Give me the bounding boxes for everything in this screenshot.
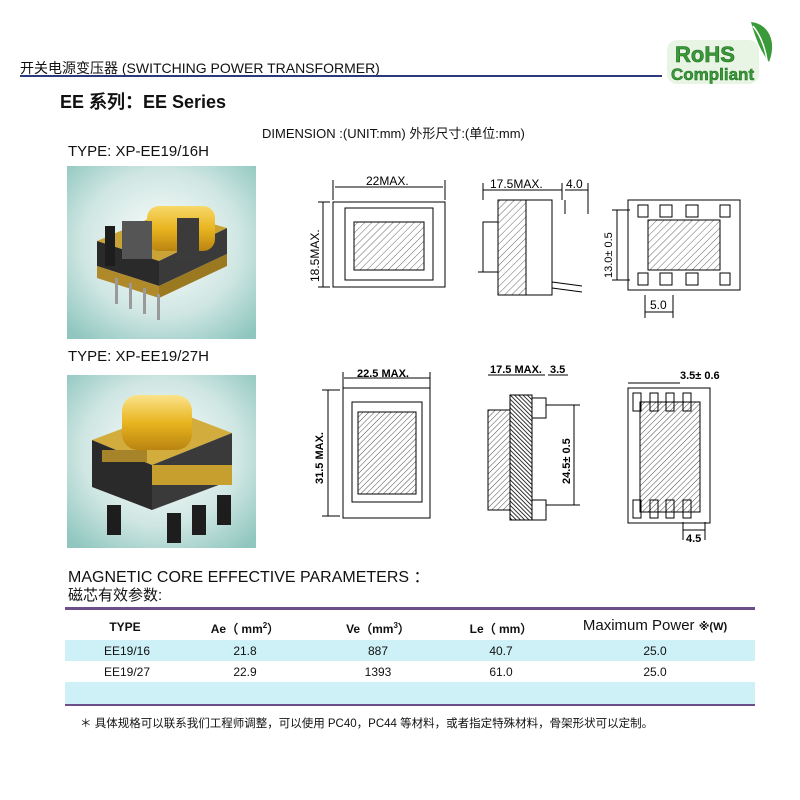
compliant-text: Compliant xyxy=(671,65,754,84)
col-header-ae: Ae（ mm2） xyxy=(210,621,280,636)
rohs-compliant-logo: RoHS Compliant xyxy=(667,22,773,84)
dim-side-width-label: 17.5MAX. xyxy=(490,177,543,191)
col-header-maxpower: Maximum Power ※(W) xyxy=(582,617,728,634)
dim-bottom-height-label: 13.0± 0.5 xyxy=(603,232,615,278)
dim2-width-label: 22.5 MAX. xyxy=(357,368,409,380)
table-bottom-rule xyxy=(65,704,755,706)
col-header-le: Le（ mm） xyxy=(469,622,533,636)
dim2-top-width-label: 3.5± 0.6 xyxy=(680,370,720,382)
rohs-text: RoHS xyxy=(675,42,735,67)
dimension-drawings-ee19-16h: 22MAX. 18.5MAX. 17.5MAX. 4.0 13.0± 0.5 5… xyxy=(308,174,741,318)
dim2-side-height-label: 24.5± 0.5 xyxy=(561,438,573,484)
parameters-table: TYPE Ae（ mm2） Ve（mm3） Le（ mm） Maximum Po… xyxy=(65,607,755,706)
col-header-type: TYPE xyxy=(109,620,141,634)
product-photo-ee19-16h xyxy=(67,166,256,339)
params-title: MAGNETIC CORE EFFECTIVE PARAMETERS ： xyxy=(68,569,430,586)
header-rule xyxy=(20,75,662,77)
table-row: EE19/16 21.8 887 40.7 25.0 xyxy=(65,640,755,661)
table-top-rule xyxy=(65,607,755,610)
type-label-ee19-27h: TYPE: XP-EE19/27H xyxy=(68,348,209,365)
table-row: EE19/27 22.9 1393 61.0 25.0 xyxy=(65,661,755,682)
dim2-side-width-label: 17.5 MAX. xyxy=(490,365,542,376)
dim2-pin-label: 3.5 xyxy=(550,365,565,376)
dimension-title: DIMENSION :(UNIT:mm) 外形尺寸:(单位:mm) xyxy=(262,126,525,141)
document-header-title: 开关电源变压器 (SWITCHING POWER TRANSFORMER) xyxy=(20,60,380,76)
col-header-ve: Ve（mm3） xyxy=(346,621,410,636)
params-subtitle: 磁芯有效参数: xyxy=(68,587,163,604)
dim2-height-label: 31.5 MAX. xyxy=(314,432,326,484)
footnote: ＊ 具体规格可以联系我们工程师调整，可以使用 PC40，PC44 等材料，或者指… xyxy=(80,718,654,730)
dimension-drawings-ee19-27h: 22.5 MAX. 31.5 MAX. 17.5 MAX. 3.5 24.5± … xyxy=(314,365,720,545)
dim-pitch-label: 5.0 xyxy=(650,298,667,312)
dim-width-label: 22MAX. xyxy=(366,174,409,188)
series-title: EE 系列：EE Series xyxy=(60,92,227,112)
dim2-pitch-label: 4.5 xyxy=(686,533,701,545)
table-header-row: TYPE Ae（ mm2） Ve（mm3） Le（ mm） Maximum Po… xyxy=(65,610,755,640)
dim-pin-label: 4.0 xyxy=(566,177,583,191)
table-row-empty xyxy=(65,682,755,704)
product-photo-ee19-27h xyxy=(67,375,256,548)
dim-height-label: 18.5MAX. xyxy=(308,229,322,282)
type-label-ee19-16h: TYPE: XP-EE19/16H xyxy=(68,143,209,160)
